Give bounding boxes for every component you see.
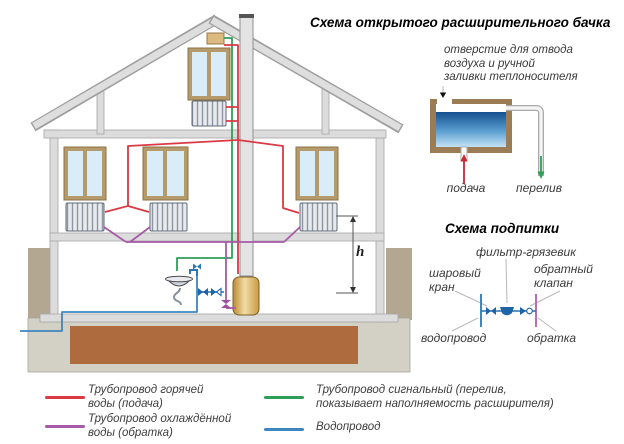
radiator-attic [191,100,227,127]
mini-makeup-diagram [451,258,561,332]
sink [165,275,193,306]
makeup-check-valve-icon [520,307,533,315]
faucet-icon [189,263,201,276]
legend-label-return: Трубопровод охлаждённой воды (обратка) [88,413,232,440]
window-left [63,146,107,201]
chimney [239,14,254,277]
legend-label-signal: Трубопровод сигнальный (перелив, показыв… [316,384,554,411]
radiator-center [149,202,188,232]
window-right [295,146,339,201]
foundation [27,317,411,373]
window-attic [187,47,231,101]
check-valve-label: обратный клапан [534,262,593,291]
filter-label: фильтр-грязевик [476,245,576,259]
makeup-panel-title: Схема подпитки [445,221,560,236]
legend-swatch-hot-supply [45,396,85,399]
legend-swatch-return [45,425,85,428]
overflow-label: перелив [516,181,562,195]
window-center [142,146,189,201]
vent-label: отверстие для отвода воздуха и ручной за… [444,44,578,84]
earth-fill [70,326,358,364]
legend-swatch-signal [264,396,304,399]
supply-label: подача [446,181,486,195]
pipe-return [103,226,301,309]
height-dimension-label: h [356,244,365,260]
makeup-ball-valve-icon [486,307,496,315]
expansion-tank [206,32,225,45]
radiator-left [65,202,105,232]
expansion-panel-title: Схема открытого расширительного бачка [310,15,611,30]
legend-swatch-water [264,428,304,431]
boiler [232,276,260,316]
tank-water [436,112,506,147]
pipe-hot-supply [104,44,300,274]
legend-label-water: Водопровод [316,421,381,433]
return-valve-icon [221,300,231,308]
ball-valve-icon [198,288,208,296]
legend-label-hot-supply: Трубопровод горячей воды (подача) [88,384,204,411]
pipe-signal-overflow [176,37,233,271]
mini-expansion-tank [430,86,545,184]
return-label: обратка [527,331,577,345]
water-main-label: водопровод [421,331,487,345]
check-valve-icon [211,287,222,297]
height-dimension [336,215,358,294]
radiators [65,100,338,232]
sink-trap [172,287,182,306]
radiator-right [299,202,338,232]
makeup-filter-icon [500,307,514,316]
ball-valve-label: шаровый кран [429,266,481,295]
vent-arrow-icon [439,92,447,98]
